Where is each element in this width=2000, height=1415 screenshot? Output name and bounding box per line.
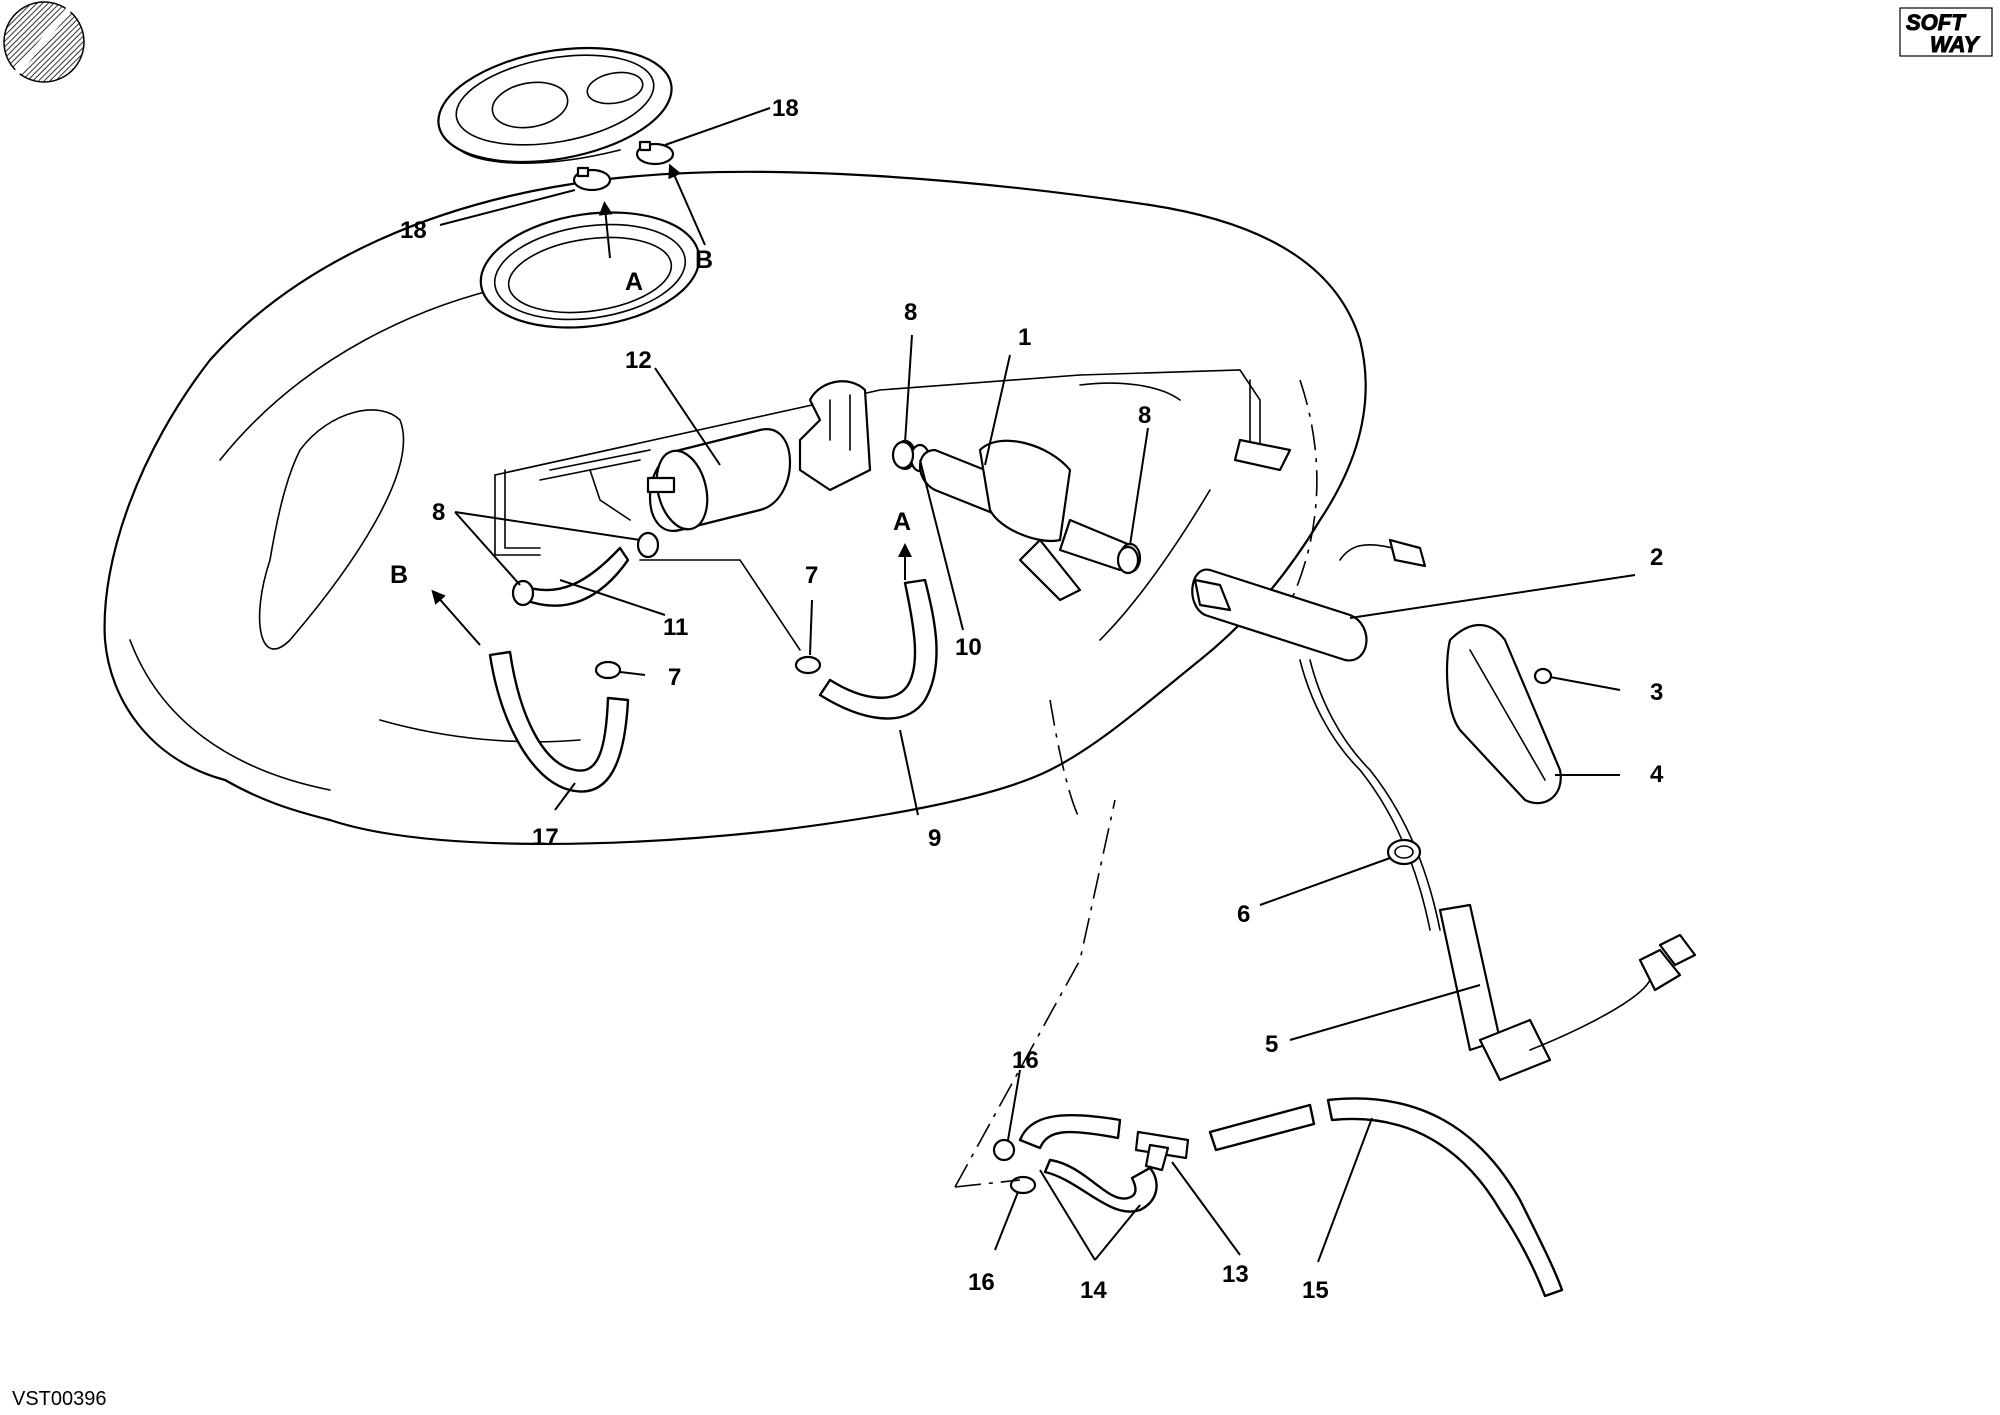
logo-text-way: WAY	[1930, 32, 1981, 57]
seal-ring	[1386, 838, 1422, 866]
level-sensor	[1438, 903, 1697, 1082]
callout-11: 11	[663, 614, 688, 641]
tee-connector	[1134, 1130, 1190, 1172]
callout-10: 10	[955, 634, 982, 661]
fuel-pump	[1191, 538, 1441, 931]
callout-14: 14	[1080, 1277, 1107, 1304]
callout-8-top: 8	[904, 299, 917, 326]
pump-bracket	[798, 380, 1082, 602]
clamp-8-left	[511, 579, 535, 607]
hose-11	[518, 546, 630, 607]
hose-15	[1208, 1097, 1564, 1298]
callout-13: 13	[1222, 1261, 1249, 1288]
filler-cap	[437, 46, 673, 164]
callout-4: 4	[1650, 761, 1664, 788]
centerline-lower	[954, 1179, 1021, 1188]
callout-12: 12	[625, 347, 652, 374]
callout-5: 5	[1265, 1031, 1278, 1058]
clamp-16-lower	[1009, 1175, 1037, 1195]
letter-a-top: A	[625, 268, 643, 296]
hose-clamp-18-left	[572, 166, 612, 192]
callout-16-lower: 16	[968, 1269, 995, 1296]
hose-14-upper	[1018, 1114, 1122, 1150]
callout-7-upper: 7	[805, 562, 818, 589]
callout-8-left: 8	[432, 499, 445, 526]
hose-14-lower	[1043, 1158, 1158, 1213]
drawing-code: VST00396	[12, 1388, 107, 1410]
callout-17: 17	[532, 824, 559, 851]
fuel-pipes	[494, 369, 1292, 651]
letter-b-top: B	[695, 246, 713, 274]
callout-18-left: 18	[400, 217, 427, 244]
callout-6: 6	[1237, 901, 1250, 928]
nut	[1533, 667, 1553, 685]
callout-16-upper: 16	[1012, 1047, 1039, 1074]
clamp-7-right	[794, 655, 822, 675]
callout-7-lower: 7	[668, 664, 681, 691]
callout-1: 1	[1018, 324, 1031, 351]
strainer	[1445, 624, 1562, 805]
callout-15: 15	[1302, 1277, 1329, 1304]
callout-labels: 1 2 3 4 5 6 7 7 8 8 8 9 10 11 12 13 14 1…	[390, 95, 1664, 1304]
callout-9: 9	[928, 825, 941, 852]
centerline-vent	[954, 799, 1116, 1188]
clamp-8-center	[636, 531, 660, 559]
callout-18-top: 18	[772, 95, 799, 122]
hose-9	[818, 578, 938, 720]
clamp-16-upper	[992, 1138, 1016, 1162]
callout-2: 2	[1650, 544, 1663, 571]
hose-17	[488, 650, 630, 793]
letter-a-pipe: A	[893, 508, 911, 536]
callout-8-right: 8	[1138, 402, 1151, 429]
clamp-7-left	[594, 660, 622, 680]
clamp-8-right	[1116, 545, 1140, 575]
leader-lines	[431, 107, 1636, 1263]
callout-3: 3	[1650, 679, 1663, 706]
letter-b-pipe: B	[390, 561, 408, 589]
softway-logo: SOFT WAY	[1899, 7, 1993, 58]
fuel-filter	[646, 428, 791, 532]
hose-clamp-18-right	[635, 140, 675, 166]
clamp-8-top	[891, 440, 915, 470]
corner-logo-disc	[3, 1, 85, 83]
logo-text-soft: SOFT	[1906, 10, 1966, 35]
